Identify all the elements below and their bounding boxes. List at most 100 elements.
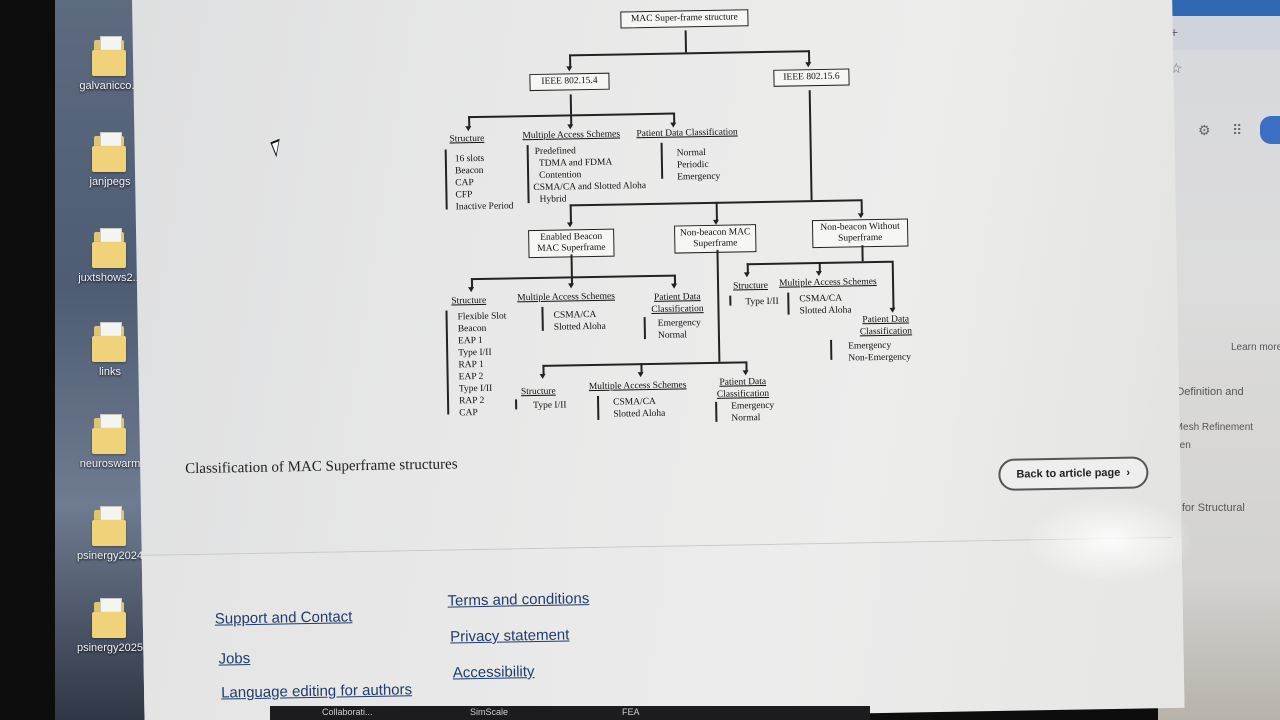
plus-icon[interactable]: +	[1170, 24, 1179, 40]
arrow-down-icon	[465, 126, 472, 132]
non-beacon-superframe-node: Non-beacon MAC Superframe	[674, 224, 757, 254]
desktop-icon-neuroswarm[interactable]: neuroswarm	[55, 414, 165, 470]
taskbar-item[interactable]: FEA	[622, 707, 640, 717]
connector	[596, 395, 599, 420]
mac-superframe-diagram: MAC Super-frame structure IEEE 802.15.4 …	[402, 0, 930, 445]
g1-pdc-header: Patient Data Classification	[636, 127, 738, 140]
g2-pdc-item: Normal	[657, 330, 688, 341]
desktop-icon-galvanicco[interactable]: galvanicco...	[55, 36, 165, 92]
g2-structure-item: EAP 2	[458, 371, 484, 383]
back-to-article-button[interactable]: Back to article page ›	[998, 456, 1149, 491]
g3-mas-item: CSMA/CA	[613, 396, 656, 408]
g3-mas-header: Multiple Access Schemes	[588, 380, 687, 393]
arrow-down-icon	[889, 307, 896, 313]
root-node: MAC Super-frame structure	[620, 9, 749, 29]
support-contact-link[interactable]: Support and Contact	[214, 608, 353, 628]
arrow-down-icon	[805, 62, 812, 68]
non-beacon-without-node: Non-beacon Without Superframe	[811, 218, 909, 249]
g2-structure-item: Beacon	[457, 323, 487, 335]
g2-structure-item: EAP 1	[457, 335, 483, 347]
g4-structure-header: Structure	[733, 280, 769, 292]
g2-pdc-item: Emergency	[657, 318, 701, 329]
back-to-article-label: Back to article page	[1016, 466, 1121, 481]
title-bar	[1158, 0, 1280, 16]
apps-grid-icon[interactable]: ⠿	[1232, 122, 1243, 138]
g1-mas-header: Multiple Access Schemes	[522, 129, 621, 142]
connector	[541, 306, 544, 331]
desktop-icon-psinergy2024[interactable]: psinergy2024	[55, 506, 165, 562]
side-item[interactable]: ent Definition and	[1158, 386, 1244, 398]
g4-mas-header: Multiple Access Schemes	[778, 277, 877, 289]
desktop-icon-links[interactable]: links	[55, 322, 165, 378]
g2-structure-item: Flexible Slot	[457, 311, 507, 323]
connector	[444, 149, 448, 210]
g1-mas-item: Predefined	[534, 146, 576, 157]
connector	[716, 249, 720, 362]
site-footer: Support and Contact Jobs Language editin…	[141, 537, 1185, 720]
g2-structure-item: RAP 2	[458, 395, 485, 407]
g3-pdc-header: Patient Data Classification	[716, 376, 770, 400]
avatar[interactable]	[1260, 116, 1280, 144]
connector	[570, 254, 573, 277]
learn-more-link[interactable]: Learn more	[1231, 342, 1280, 353]
desktop-icon-janjpegs[interactable]: janjpegs	[55, 132, 165, 188]
desktop-icon-label: janjpegs	[89, 176, 131, 188]
privacy-link[interactable]: Privacy statement	[450, 626, 570, 646]
g3-structure-item: Type I/II	[533, 400, 567, 412]
connector	[542, 361, 747, 367]
arrow-down-icon	[468, 287, 475, 293]
g1-mas-item: TDMA and FDMA	[538, 157, 613, 169]
jobs-link[interactable]: Jobs	[218, 650, 251, 668]
gear-icon[interactable]: ⚙	[1198, 122, 1211, 138]
folder-icon	[92, 414, 128, 456]
g2-mas-item: Slotted Aloha	[553, 321, 606, 333]
g1-structure-item: Inactive Period	[455, 201, 514, 213]
connector	[729, 295, 731, 306]
taskbar: Collaborati... SimScale FEA	[270, 706, 870, 720]
connector	[787, 292, 790, 315]
article-figure-page: MAC Super-frame structure IEEE 802.15.4 …	[132, 0, 1185, 720]
taskbar-item[interactable]: SimScale	[470, 707, 509, 717]
g1-pdc-item: Emergency	[677, 171, 721, 183]
chevron-right-icon: ›	[1126, 466, 1131, 479]
desktop-icon-juxtshows[interactable]: juxtshows2...	[55, 228, 165, 284]
connector	[445, 310, 449, 415]
terms-link[interactable]: Terms and conditions	[447, 590, 590, 610]
g1-structure-item: 16 slots	[454, 153, 485, 165]
folder-icon	[92, 322, 128, 364]
arrow-down-icon	[568, 283, 575, 289]
arrow-down-icon	[566, 66, 573, 72]
g3-mas-item: Slotted Aloha	[613, 408, 666, 420]
connector	[643, 317, 646, 340]
g2-mas-header: Multiple Access Schemes	[517, 291, 615, 304]
taskbar-item[interactable]: Collaborati...	[322, 707, 373, 717]
g4-pdc-item: Non-Emergency	[848, 352, 912, 364]
desktop-icon-label: psinergy2024	[76, 550, 144, 562]
g2-structure-item: RAP 1	[458, 359, 484, 371]
accessibility-link[interactable]: Accessibility	[452, 663, 535, 682]
arrow-down-icon	[539, 373, 546, 379]
arrow-down-icon	[742, 370, 749, 376]
g1-pdc-item: Periodic	[676, 159, 709, 171]
folder-icon	[92, 36, 128, 78]
desktop-icon-psinergy2025[interactable]: psinergy2025	[55, 598, 165, 654]
connector	[569, 94, 572, 115]
g1-structure-header: Structure	[449, 133, 485, 145]
desktop-icon-label: neuroswarm	[79, 458, 141, 470]
g1-structure-item: CAP	[455, 178, 474, 189]
language-editing-link[interactable]: Language editing for authors	[220, 681, 413, 702]
g4-mas-item: CSMA/CA	[799, 293, 843, 305]
g2-structure-header: Structure	[451, 295, 487, 307]
connector	[684, 30, 687, 53]
connector	[569, 50, 810, 56]
tab-strip: +	[1158, 16, 1280, 50]
g1-structure-item: Beacon	[454, 165, 484, 177]
desktop-icon-label: galvanicco...	[79, 80, 141, 92]
g4-pdc-header: Patient Data Classification	[859, 314, 913, 337]
arrow-down-icon	[670, 122, 677, 128]
desktop-icon-label: juxtshows2...	[78, 272, 142, 284]
side-item[interactable]: ent Mesh Refinement	[1158, 422, 1254, 433]
connector	[808, 90, 813, 201]
connector	[830, 339, 832, 360]
g2-structure-item: Type I/II	[458, 347, 492, 359]
